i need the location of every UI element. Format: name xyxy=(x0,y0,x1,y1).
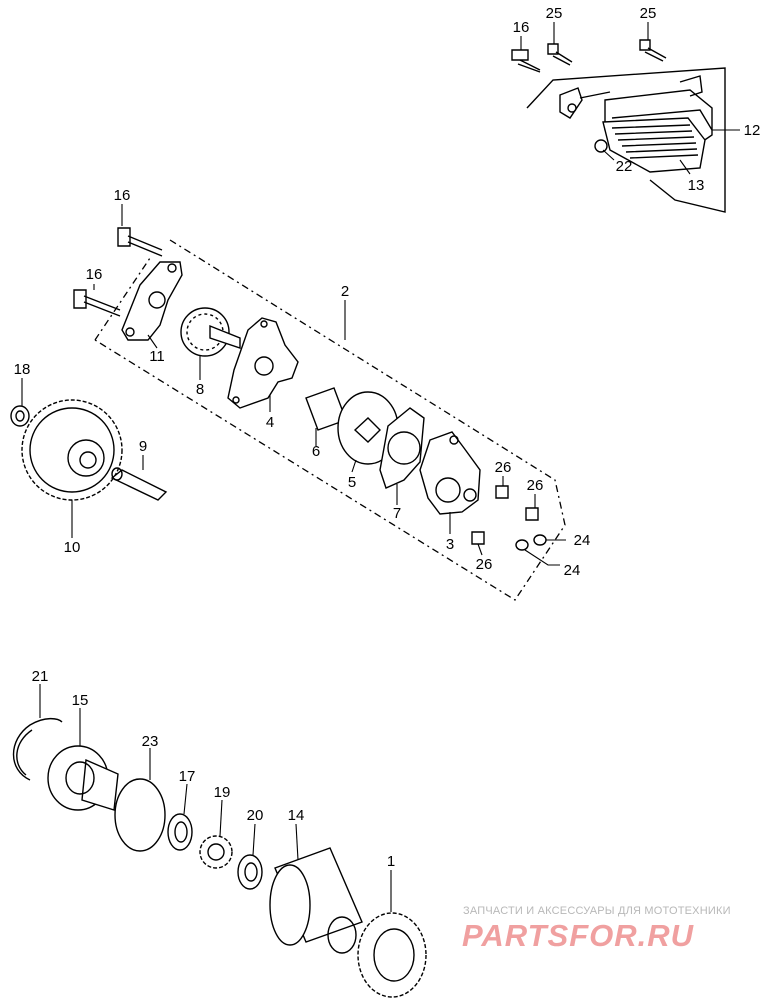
part-7-gasket xyxy=(379,407,425,489)
callout-9: 9 xyxy=(139,438,147,455)
part-24-o-rings xyxy=(515,534,547,551)
callout-4: 4 xyxy=(266,414,274,431)
callout-26-a: 26 xyxy=(495,459,512,476)
part-25-bolt-a xyxy=(547,43,573,66)
callout-23: 23 xyxy=(142,733,159,750)
callout-14: 14 xyxy=(288,807,305,824)
callout-labels: 16 25 25 12 22 13 16 16 2 11 8 4 18 9 6 … xyxy=(14,5,761,870)
part-16-bolt-top xyxy=(511,49,541,73)
callout-26-c: 26 xyxy=(476,556,493,573)
part-11-bracket xyxy=(121,261,183,341)
part-1-gear xyxy=(357,912,427,998)
part-25-bolt-b xyxy=(639,39,667,62)
part-18-washer xyxy=(10,405,30,427)
callout-16-left-lower: 16 xyxy=(86,266,103,283)
callout-16-left-upper: 16 xyxy=(114,187,131,204)
callout-10: 10 xyxy=(64,539,81,556)
part-17-seal xyxy=(167,813,193,851)
part-21-circlip xyxy=(13,717,63,781)
callout-2: 2 xyxy=(341,283,349,300)
leader-lines xyxy=(21,22,740,912)
part-16-bolt-left-upper xyxy=(117,227,163,257)
part-20-washer xyxy=(237,854,263,890)
callout-11: 11 xyxy=(149,348,165,365)
callout-20: 20 xyxy=(247,807,264,824)
part-3-pump-body xyxy=(419,431,481,515)
assembly-2-frame xyxy=(94,239,566,601)
callout-7: 7 xyxy=(393,505,401,522)
part-22-o-ring xyxy=(594,139,608,153)
part-19-lock-washer xyxy=(199,835,233,869)
watermark-tagline: ЗАПЧАСТИ И АКСЕССУАРЫ ДЛЯ МОТОТЕХНИКИ xyxy=(463,905,731,917)
callout-22: 22 xyxy=(616,158,633,175)
assembly-12-frame xyxy=(526,67,726,213)
callout-25-b: 25 xyxy=(640,5,657,22)
callout-19: 19 xyxy=(214,784,231,801)
callout-16-top: 16 xyxy=(513,19,530,36)
callout-13: 13 xyxy=(688,177,705,194)
callout-24-a: 24 xyxy=(574,532,591,549)
callout-12: 12 xyxy=(744,122,761,139)
callout-15: 15 xyxy=(72,692,89,709)
callout-6: 6 xyxy=(312,443,320,460)
callout-1: 1 xyxy=(387,853,395,870)
part-15-housing xyxy=(47,745,119,811)
part-9-shaft xyxy=(110,467,168,501)
callout-26-b: 26 xyxy=(527,477,544,494)
callout-24-b: 24 xyxy=(564,562,581,579)
part-8-pump-gear xyxy=(180,307,241,357)
callout-3: 3 xyxy=(446,536,454,553)
part-26-bolt-c xyxy=(471,531,485,545)
callout-25-a: 25 xyxy=(546,5,563,22)
part-26-bolt-a xyxy=(495,485,509,499)
callout-17: 17 xyxy=(179,768,196,785)
part-26-bolt-b xyxy=(525,507,539,521)
part-14-sleeve xyxy=(269,847,363,954)
callout-5: 5 xyxy=(348,474,356,491)
callout-8: 8 xyxy=(196,381,204,398)
part-10-driven-gear xyxy=(21,399,123,501)
callout-21: 21 xyxy=(32,668,49,685)
callout-18: 18 xyxy=(14,361,31,378)
part-13-screen-filter xyxy=(602,117,706,173)
part-4-pump-cover xyxy=(227,317,299,409)
part-23-o-ring xyxy=(114,778,166,852)
part-16-bolt-left-lower xyxy=(73,289,121,317)
watermark-logo: PARTSFOR.RU xyxy=(462,918,695,953)
